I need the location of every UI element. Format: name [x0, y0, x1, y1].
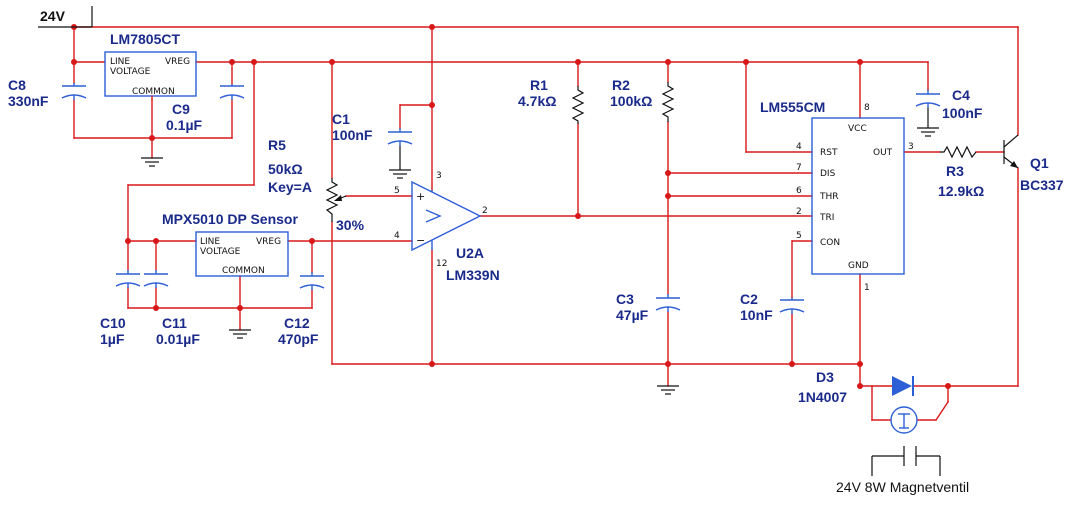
timer-name: LM555CM — [760, 99, 825, 115]
comparator-minus-sign: − — [416, 234, 425, 247]
c9-value: 0.1µF — [166, 117, 203, 133]
r5-key: Key=A — [268, 179, 312, 195]
comparator-pin-3: 3 — [436, 171, 442, 181]
r2-value: 100kΩ — [610, 93, 652, 109]
comparator-pin-4: 4 — [394, 231, 400, 241]
r2-ref: R2 — [612, 77, 630, 93]
capacitor-c2 — [779, 298, 805, 314]
timer-dis-label: DIS — [820, 169, 836, 179]
d3-ref: D3 — [816, 369, 834, 385]
power-rail-label: 24V — [40, 8, 66, 24]
c10-ref: C10 — [100, 315, 126, 331]
c3-value: 47µF — [616, 307, 649, 323]
comparator-plus-sign: + — [416, 190, 425, 203]
timer-tri-label: TRI — [819, 213, 834, 223]
r1-value: 4.7kΩ — [518, 93, 556, 109]
reg1-voltage-label: VOLTAGE — [110, 67, 151, 77]
ground-symbols — [141, 108, 939, 395]
timer-vcc-label: VCC — [848, 124, 867, 134]
c9-ref: C9 — [172, 101, 190, 117]
r5-setting: 30% — [336, 217, 365, 233]
capacitor-c10 — [115, 270, 141, 288]
transistor-q1 — [1003, 134, 1019, 169]
c2-ref: C2 — [740, 291, 758, 307]
capacitor-c4 — [915, 90, 941, 108]
timer-rst-label: RST — [820, 148, 838, 158]
c10-value: 1µF — [100, 331, 125, 347]
sensor-line-label: LINE — [200, 237, 220, 247]
r1-ref: R1 — [530, 77, 548, 93]
sensor-voltage-label: VOLTAGE — [200, 247, 241, 257]
reg1-line-label: LINE — [110, 57, 130, 67]
comparator-pin-12: 12 — [436, 259, 447, 269]
potentiometer-r5 — [325, 178, 347, 222]
timer-pin-6: 6 — [796, 186, 802, 196]
diode-d3 — [892, 376, 914, 396]
c1-ref: C1 — [332, 111, 350, 127]
c3-ref: C3 — [616, 291, 634, 307]
comparator-pin-5: 5 — [394, 186, 400, 196]
capacitor-c8 — [61, 83, 87, 100]
r3-value: 12.9kΩ — [938, 183, 984, 199]
timer-lm555: VCC RST OUT DIS THR TRI CON GND 8 4 3 7 … — [796, 103, 914, 293]
power-rail-24v: 24V — [38, 6, 93, 28]
reg1-common-label: COMMON — [132, 87, 175, 97]
timer-gnd-label: GND — [848, 261, 869, 271]
comparator-u2a: + − 5 4 2 3 12 — [394, 171, 488, 269]
r5-value: 50kΩ — [268, 161, 303, 177]
c12-ref: C12 — [284, 315, 310, 331]
c8-ref: C8 — [8, 77, 26, 93]
capacitor-c11 — [143, 270, 169, 288]
capacitor-c1 — [387, 128, 413, 146]
resistor-r1 — [571, 86, 585, 124]
solenoid-valve — [871, 406, 941, 476]
capacitor-c12 — [299, 272, 325, 290]
regulator-lm7805: LINE VOLTAGE VREG COMMON — [104, 51, 197, 101]
sensor-name: MPX5010 DP Sensor — [162, 211, 298, 227]
valve-name: 24V 8W Magnetventil — [836, 479, 969, 495]
r5-ref: R5 — [268, 137, 286, 153]
c11-value: 0.01µF — [156, 331, 200, 347]
timer-out-label: OUT — [873, 148, 893, 158]
timer-pin-8: 8 — [864, 103, 870, 113]
reg1-vreg-label: VREG — [165, 57, 190, 67]
c2-value: 10nF — [740, 307, 773, 323]
timer-pin-2: 2 — [796, 207, 802, 217]
wires — [73, 26, 1019, 421]
c8-value: 330nF — [8, 93, 49, 109]
resistor-r2 — [661, 82, 675, 122]
capacitor-c9 — [219, 84, 245, 100]
c12-value: 470pF — [278, 331, 319, 347]
timer-con-label: CON — [820, 238, 840, 248]
reg1-name: LM7805CT — [110, 31, 180, 47]
q1-value: BC337 — [1020, 177, 1064, 193]
junction-dots — [71, 24, 951, 389]
resistor-r3 — [940, 145, 977, 159]
timer-pin-5: 5 — [796, 231, 802, 241]
timer-pin-4: 4 — [796, 142, 802, 152]
q1-ref: Q1 — [1030, 155, 1049, 171]
c4-value: 100nF — [942, 105, 983, 121]
component-labels: C8 330nF LM7805CT C9 0.1µF R5 50kΩ Key=A… — [8, 31, 1064, 495]
c1-value: 100nF — [332, 127, 373, 143]
u2a-ref: U2A — [456, 245, 484, 261]
timer-pin-7: 7 — [796, 163, 802, 173]
timer-thr-label: THR — [819, 192, 839, 202]
u2a-value: LM339N — [446, 267, 500, 283]
timer-pin-1: 1 — [864, 283, 870, 293]
sensor-mpx5010: LINE VOLTAGE VREG COMMON — [195, 231, 289, 277]
d3-value: 1N4007 — [798, 389, 847, 405]
sensor-common-label: COMMON — [222, 266, 265, 276]
capacitor-c3 — [655, 294, 681, 312]
timer-pin-3: 3 — [908, 142, 914, 152]
c4-ref: C4 — [952, 87, 970, 103]
r3-ref: R3 — [946, 163, 964, 179]
comparator-pin-2: 2 — [482, 206, 488, 216]
sensor-vreg-label: VREG — [256, 237, 281, 247]
c11-ref: C11 — [162, 315, 187, 331]
